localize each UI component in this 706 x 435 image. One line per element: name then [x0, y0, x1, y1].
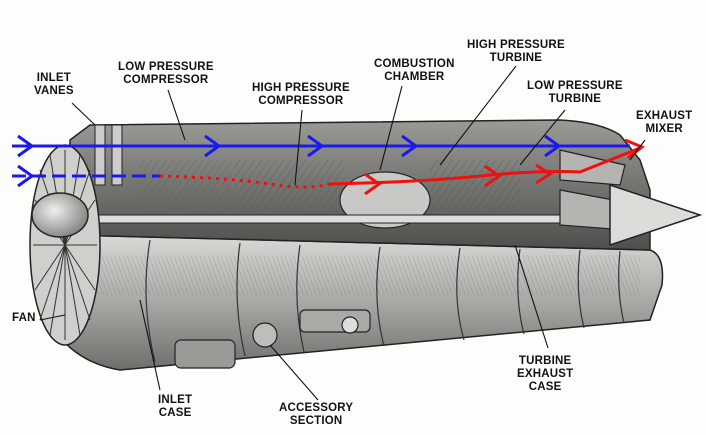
leader-lines — [39, 65, 646, 401]
main-shaft — [94, 214, 576, 224]
label-turbine-exhaust-case: TURBINE EXHAUST CASE — [517, 355, 574, 393]
bypass-flow-chevrons — [17, 134, 562, 188]
inlet-vane-struts — [94, 124, 123, 186]
label-accessory-section: ACCESSORY SECTION — [279, 402, 354, 427]
label-high-pressure-compressor: HIGH PRESSURE COMPRESSOR — [252, 82, 350, 107]
fan-blades — [33, 150, 97, 340]
label-inlet-vanes: INLET VANES — [34, 72, 74, 97]
label-low-pressure-turbine: LOW PRESSURE TURBINE — [527, 80, 623, 105]
label-fan: FAN — [12, 312, 36, 324]
label-low-pressure-compressor: LOW PRESSURE COMPRESSOR — [118, 61, 214, 86]
accessory-gearbox — [174, 309, 371, 369]
label-combustion-chamber: COMBUSTION CHAMBER — [374, 58, 455, 83]
label-inlet-case: INLET CASE — [158, 394, 193, 419]
core-airflow-dotted — [159, 174, 331, 189]
core-airflow-arrow — [329, 146, 641, 186]
tail-cone — [609, 183, 703, 247]
fan-spinner — [31, 192, 89, 238]
label-high-pressure-turbine: HIGH PRESSURE TURBINE — [467, 39, 565, 64]
label-exhaust-mixer: EXHAUST MIXER — [636, 110, 693, 135]
core-flow-chevrons — [364, 138, 645, 196]
case-texture — [70, 255, 640, 295]
